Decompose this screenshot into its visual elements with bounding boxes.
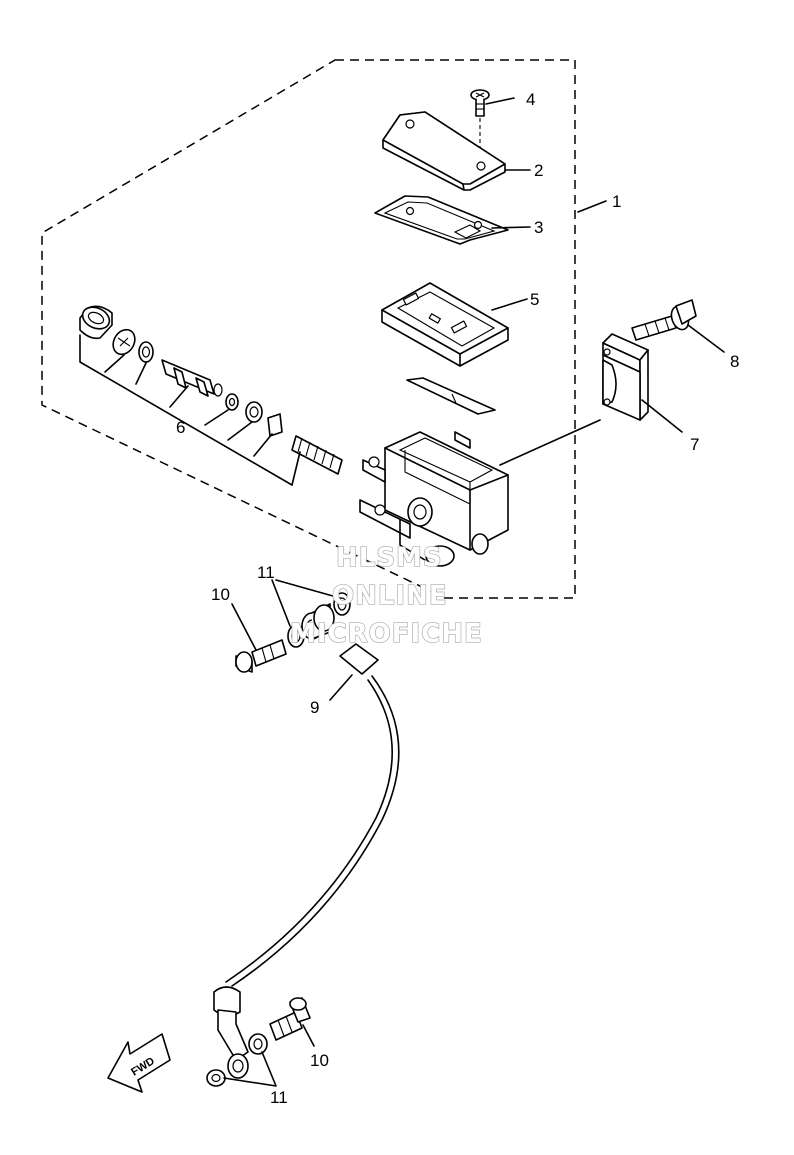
watermark: HLSMS ONLINE MICROFICHE	[289, 542, 483, 649]
callout-10-upper: 10	[211, 585, 230, 604]
callout-5: 5	[530, 290, 539, 309]
watermark-line1: HLSMS	[336, 543, 443, 573]
part-brake-hose	[213, 603, 400, 1079]
callout-6: 6	[176, 418, 185, 437]
callout-3: 3	[534, 218, 543, 237]
part-reservoir-cap	[382, 111, 506, 191]
part-union-bolt-lower	[269, 997, 311, 1041]
part-diaphragm	[374, 195, 509, 245]
part-plate	[406, 377, 496, 415]
part-piston-kit	[79, 305, 343, 475]
part-master-cylinder-body	[359, 431, 509, 567]
fwd-arrow: FWD	[107, 1033, 171, 1093]
part-clamp-bolt	[631, 299, 697, 341]
assembly-outline	[41, 59, 576, 599]
part-holder-clamp	[602, 333, 649, 421]
callout-9: 9	[310, 698, 319, 717]
leader-lines	[79, 97, 725, 1087]
callout-labels: 4 2 1 3 5 8 7 6 11 10 9 10 11	[176, 90, 739, 1107]
callout-7: 7	[690, 435, 699, 454]
callout-4: 4	[526, 90, 535, 109]
part-gaskets-lower	[206, 1033, 268, 1087]
part-union-bolt-upper	[235, 639, 287, 673]
part-diaphragm-holder	[381, 282, 509, 367]
part-screw	[470, 89, 490, 148]
callout-1: 1	[612, 192, 621, 211]
callout-11-upper: 11	[257, 563, 275, 582]
callout-2: 2	[534, 161, 543, 180]
callout-8: 8	[730, 352, 739, 371]
watermark-line2: ONLINE	[332, 581, 448, 611]
callout-11-lower: 11	[270, 1088, 288, 1107]
part-gaskets-upper	[287, 592, 351, 648]
callout-10-lower: 10	[310, 1051, 329, 1070]
watermark-line3: MICROFICHE	[290, 619, 483, 649]
